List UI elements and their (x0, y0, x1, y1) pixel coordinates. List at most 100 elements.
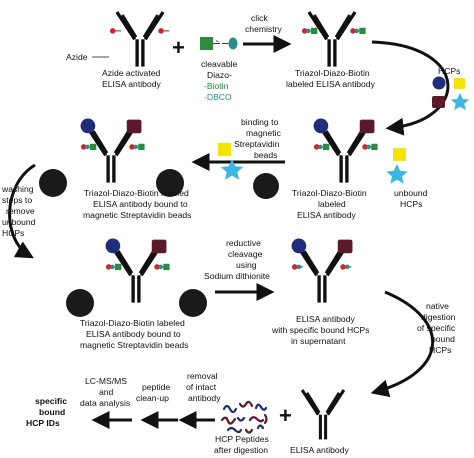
peptides-caption-1: HCP Peptides (215, 434, 269, 444)
teal-tag-icon (85, 144, 90, 150)
bound-caption-1: Triazol-Diazo-Biotin labeled (84, 188, 189, 198)
free-bead-icon (253, 173, 279, 199)
antibody-arm-inner (142, 14, 160, 39)
red-tag-icon (109, 28, 116, 34)
cleaved-antibody-with-hcps (291, 238, 353, 303)
red-tag-icon (105, 264, 112, 270)
cleaved-caption-2: with specific bound HCPs (271, 325, 369, 335)
plain-elisa-antibody (300, 389, 346, 440)
bound-caption-2: ELISA antibody bound to (93, 199, 188, 209)
green-biotin-icon (90, 143, 97, 151)
antibody-arm-inner (334, 14, 352, 39)
antibody-arm-inner (91, 130, 109, 155)
labeled-caption-2: labeled ELISA antibody (286, 79, 376, 89)
reagent-diazo: Diazo- (207, 70, 232, 80)
row3-caption-1: Triazol-Diazo-Biotin labeled (80, 318, 185, 328)
bound-hcp-maroon-icon (337, 239, 353, 254)
removal-label-1: removal (187, 371, 218, 381)
right-caption-3: ELISA antibody (297, 210, 356, 220)
labeled-caption-1: Triazol-Diazo-Biotin (295, 68, 370, 78)
red-tag-icon (362, 144, 368, 150)
antibody-arm-inner (324, 250, 342, 275)
digestion-curve-arrow (370, 290, 435, 398)
green-biotin-icon (115, 263, 122, 271)
red-tag-icon (350, 28, 356, 34)
teal-tag-icon (318, 144, 323, 150)
teal-tag-icon (366, 144, 371, 150)
green-biotin-icon (311, 27, 318, 35)
removal-label-2: of intact (186, 382, 217, 392)
bound-hcp-maroon-icon (151, 239, 167, 254)
hcp-peptides-icon (220, 400, 268, 434)
hcp-blue-circle-icon (432, 76, 446, 90)
green-biotin-icon (323, 143, 330, 151)
reagent-biotin: -Biotin (204, 81, 229, 91)
plus-sign-1: + (172, 35, 185, 60)
bound-caption-3: magnetic Streptavidin beads (83, 210, 191, 220)
antibody-arm-inner (324, 130, 342, 155)
teal-tag-icon (306, 28, 311, 34)
teal-tag-icon (344, 264, 350, 270)
reductive-label-2: cleavage (228, 249, 263, 259)
bead-left-icon (39, 169, 67, 197)
click-label-2: chemistry (245, 24, 282, 34)
antibody-arm-inner (138, 250, 156, 275)
azide-caption-1: Azide activated (102, 68, 161, 78)
hcp-yellow-square-icon (454, 78, 465, 89)
peptides-caption-2: after digestion (214, 445, 268, 455)
antibody-arm-inner (346, 130, 364, 155)
unbound-label-1: unbound (394, 188, 428, 198)
teal-tag-icon (110, 264, 115, 270)
azide-antibody (109, 11, 170, 67)
red-tag-icon (301, 28, 308, 34)
right-caption-2: labeled (318, 199, 346, 209)
lcms-label-1: LC-MS/MS (85, 376, 127, 386)
cleaved-caption-1: ELISA antibody (296, 314, 355, 324)
labeled-antibody-top (301, 11, 366, 67)
antibody-arm (335, 11, 357, 41)
cleanup-label-2: clean-up (136, 393, 169, 403)
dbco-oval-icon (228, 37, 238, 50)
binding-label-3: Streptavidin (234, 139, 280, 149)
bound-hcp-blue-icon (313, 118, 329, 134)
bead-left-icon-row3 (66, 289, 94, 317)
reagent-dbco: -DBCO (204, 92, 232, 102)
binding-label-2: magnetic (246, 128, 282, 138)
green-biotin-icon (163, 263, 170, 271)
antibody-arm-inner (305, 392, 321, 414)
teal-tag-icon (354, 28, 359, 34)
plus-sign-2: + (279, 403, 292, 428)
azide-label: Azide (66, 52, 88, 62)
result-label-3: HCP IDs (26, 418, 60, 428)
antibody-arm (326, 389, 346, 416)
red-tag-icon (158, 28, 164, 34)
native-label-2: digestion (421, 312, 456, 322)
cleanup-label-1: peptide (142, 382, 170, 392)
red-tag-icon (340, 264, 346, 270)
bead-right-icon-row3 (179, 289, 207, 317)
reductive-label-1: reductive (226, 238, 261, 248)
lcms-label-2: and (99, 387, 114, 397)
antibody-arm-inner (312, 14, 330, 39)
bound-hcp-maroon-icon (126, 119, 142, 134)
bound-hcp-blue-icon (80, 118, 96, 134)
lcms-label-3: data analysis (80, 398, 130, 408)
bound-hcp-blue-icon (291, 238, 307, 254)
result-label-1: specific (35, 396, 67, 406)
reductive-label-3: using (236, 260, 257, 270)
antibody-arm-inner (120, 14, 138, 39)
bead-bound-antibody-row3 (105, 238, 170, 303)
native-label-5: HCPs (429, 345, 451, 355)
green-biotin-icon (138, 143, 145, 151)
unbound-cyan-star-icon-left (220, 159, 244, 180)
unbound-yellow-square-icon-left (218, 143, 231, 156)
red-tag-icon (80, 144, 87, 150)
teal-tag-icon (296, 264, 302, 270)
native-label-4: bound (431, 334, 455, 344)
bound-hcp-maroon-icon (359, 119, 375, 134)
binding-label-1: binding to (241, 117, 278, 127)
red-tag-icon (154, 264, 160, 270)
red-tag-icon (313, 144, 320, 150)
antibody-arm-inner (116, 250, 134, 275)
